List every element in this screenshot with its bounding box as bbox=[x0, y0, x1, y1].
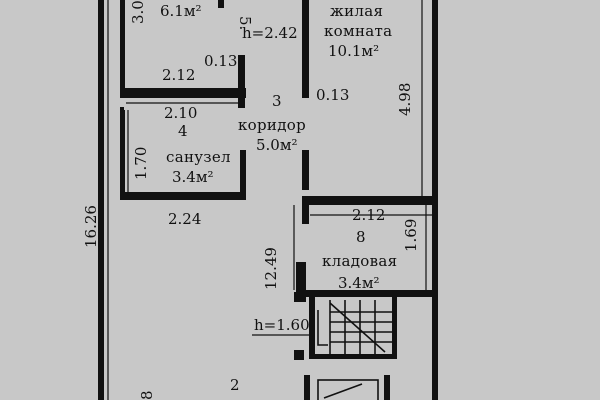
stair-wall-bottom bbox=[309, 354, 397, 359]
living-name-line1: жилая bbox=[330, 2, 384, 20]
dim-12-49: 12.49 bbox=[262, 247, 280, 290]
storage-area: 3.4м² bbox=[338, 274, 380, 292]
wall-marker-2 bbox=[294, 350, 304, 360]
living-area: 10.1м² bbox=[328, 42, 380, 60]
stair-treads bbox=[317, 300, 392, 354]
wall-bathroom-top bbox=[120, 107, 124, 199]
stair-wall-left bbox=[309, 297, 315, 359]
wall-storage-bottom bbox=[302, 290, 438, 297]
wall-marker-1 bbox=[294, 292, 304, 302]
room-top-left-area: 6.1м² bbox=[160, 2, 202, 20]
bathroom-number: 4 bbox=[178, 122, 188, 140]
stair-wall-lower-right bbox=[384, 375, 390, 400]
dim-8-partial: 8 bbox=[138, 390, 156, 400]
wall-living-doorstub bbox=[305, 0, 308, 60]
wall-storage-left bbox=[302, 196, 309, 224]
dim-4-98: 4.98 bbox=[396, 82, 414, 116]
wall-bathroom-right bbox=[240, 150, 246, 195]
inner-wall-left-upper bbox=[120, 0, 125, 97]
dim-1-69: 1.69 bbox=[402, 218, 420, 252]
storage-name: кладовая bbox=[322, 252, 398, 270]
dim-1-70: 1.70 bbox=[132, 146, 150, 180]
lower-box bbox=[317, 379, 379, 400]
dim-3-00: 3.00 bbox=[129, 0, 147, 24]
wall-corridor-stub bbox=[302, 150, 309, 190]
dim-2-12-right: 2.12 bbox=[352, 206, 386, 224]
wall-storage-left-low bbox=[296, 262, 306, 302]
corridor-name: коридор bbox=[238, 116, 306, 134]
height-stair: h=1.60 bbox=[254, 316, 310, 334]
corridor-area: 5.0м² bbox=[256, 136, 298, 154]
wall-bathroom-bottom bbox=[120, 192, 246, 200]
dim-0-13-left: 0.13 bbox=[204, 52, 238, 70]
height-upper: h=2.42 bbox=[242, 24, 298, 42]
stair-wall-right bbox=[392, 297, 397, 359]
dim-2-10: 2.10 bbox=[164, 104, 198, 122]
wall-partition-stub bbox=[238, 55, 245, 108]
bottom-room-number: 2 bbox=[230, 376, 240, 394]
bathroom-area: 3.4м² bbox=[172, 168, 214, 186]
corridor-number: 3 bbox=[272, 92, 282, 110]
storage-number: 8 bbox=[356, 228, 366, 246]
living-name-line2: комната bbox=[324, 22, 393, 40]
wall-top-room-right bbox=[218, 0, 224, 8]
wall-storage-top bbox=[302, 196, 438, 205]
dim-0-13-right: 0.13 bbox=[316, 86, 350, 104]
wall-top-room-bottom bbox=[120, 88, 246, 98]
dim-2-24: 2.24 bbox=[168, 210, 202, 228]
bathroom-name: санузел bbox=[166, 148, 231, 166]
dim-2-12-top: 2.12 bbox=[162, 66, 196, 84]
outer-wall-left bbox=[98, 0, 104, 400]
dim-16-26: 16.26 bbox=[82, 205, 100, 248]
stair-wall-lower-left bbox=[304, 375, 310, 400]
